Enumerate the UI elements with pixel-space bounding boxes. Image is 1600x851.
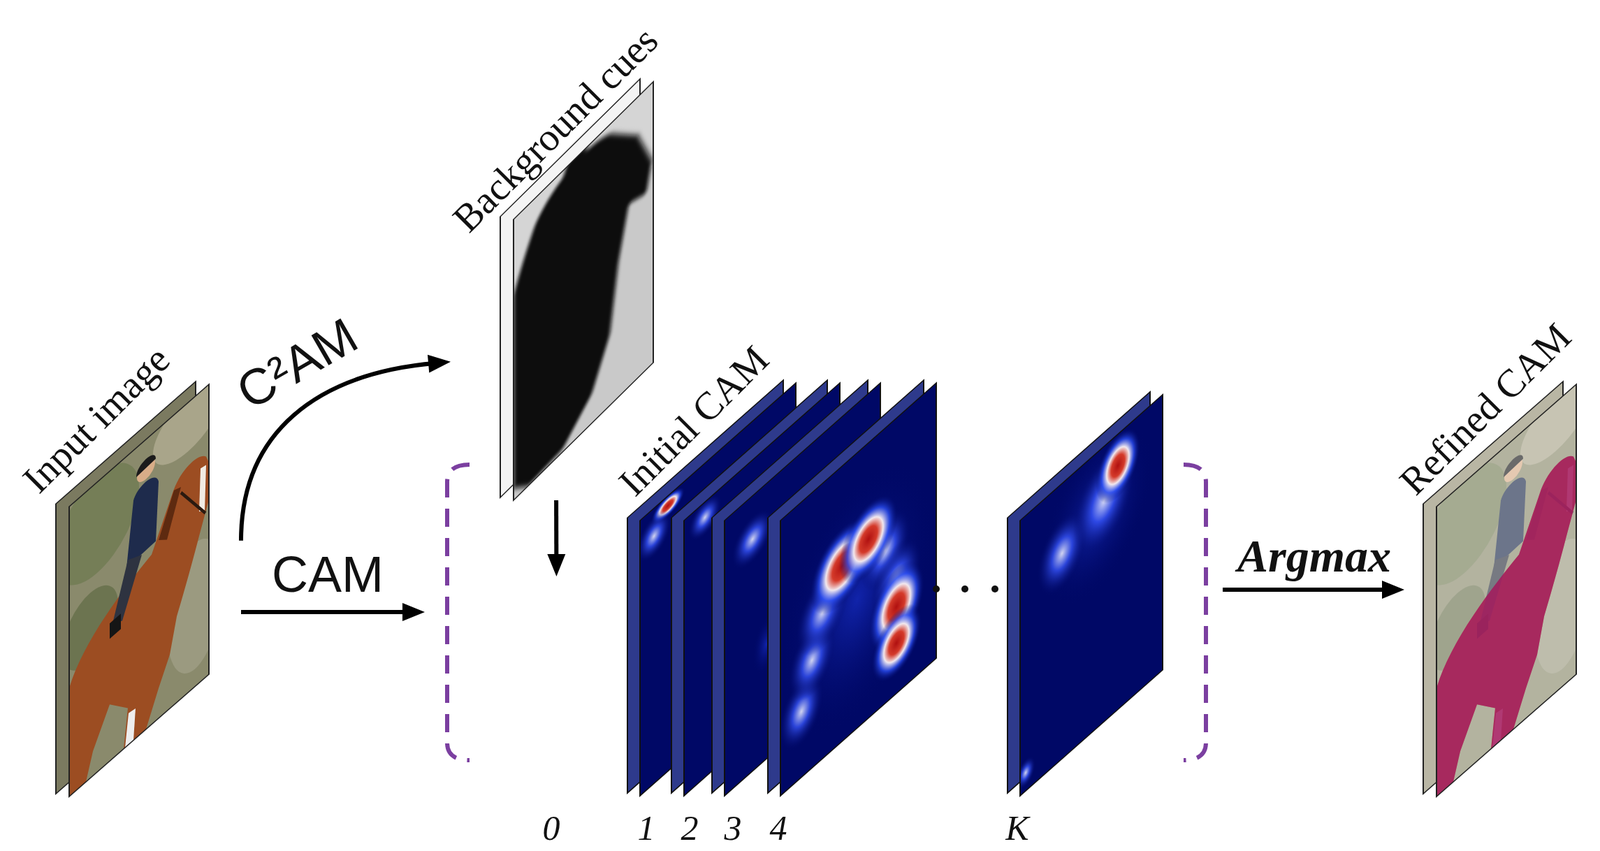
- arrowhead: [402, 602, 425, 622]
- panel-heading: Background cues: [445, 19, 665, 239]
- channel-index: 0: [542, 810, 561, 846]
- cam-slab: [767, 380, 937, 798]
- image-panel: Background cues: [450, 76, 654, 501]
- arrowhead: [427, 354, 451, 374]
- channel-index: K: [1005, 810, 1029, 846]
- edge-label: Argmax: [1237, 533, 1392, 580]
- connector-line: [1222, 587, 1389, 592]
- image-panel: Input image: [55, 382, 242, 796]
- connector: [1222, 580, 1405, 599]
- connector-line: [554, 500, 559, 562]
- connector-line: [241, 609, 410, 615]
- channel-index: 3: [724, 810, 743, 846]
- edge-label: CAM: [271, 549, 384, 600]
- panel-heading: Input image: [16, 338, 177, 500]
- edge-label: C²AM: [228, 309, 365, 418]
- arrowhead: [547, 554, 566, 577]
- dashed-bracket: [447, 464, 1206, 761]
- arrowhead: [1382, 580, 1405, 599]
- connector: [547, 500, 566, 577]
- channel-index: 4: [769, 810, 788, 846]
- image-panel: Initial CAM: [424, 576, 1223, 762]
- panel-heading: Refined CAM: [1391, 315, 1577, 501]
- ellipsis-dots: [932, 585, 999, 593]
- channel-index: 2: [681, 810, 699, 846]
- connector: [241, 602, 425, 622]
- channel-index: 1: [637, 810, 656, 846]
- cam-slab: [1007, 380, 1163, 800]
- image-panel: Refined CAM: [1404, 382, 1577, 796]
